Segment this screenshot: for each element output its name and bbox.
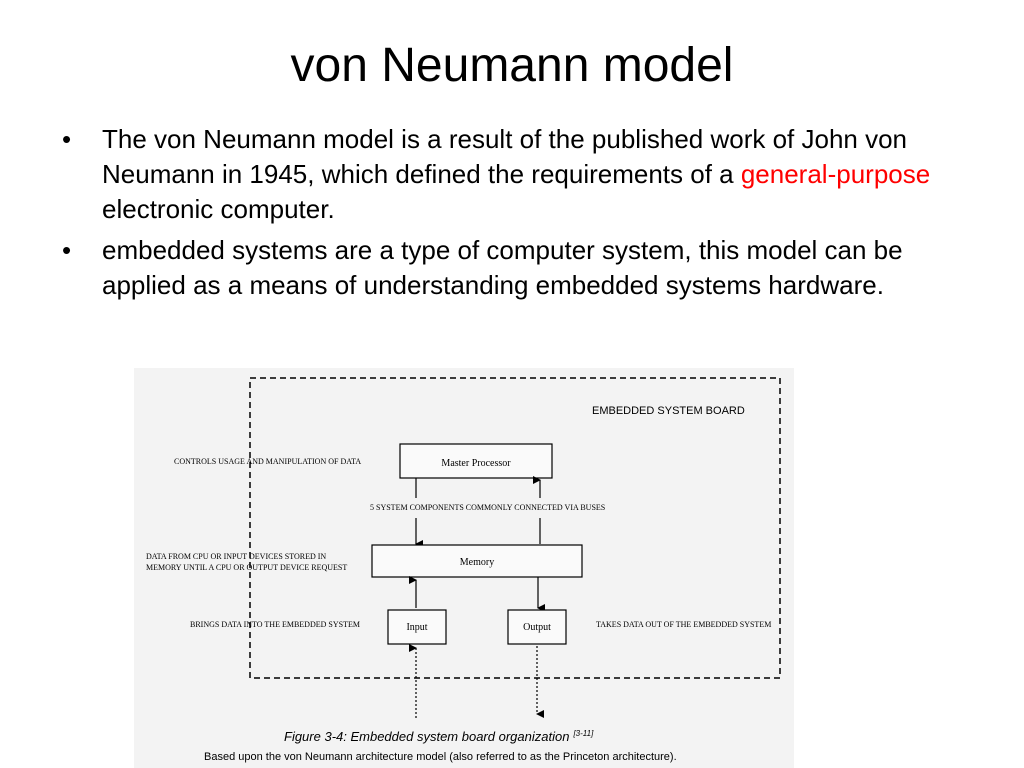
highlight-term: general-purpose [740,159,931,189]
master-processor-block [399,443,553,479]
figure-caption-ref: [3-11] [572,729,594,738]
figure-subcaption: Based upon the von Neumann architecture … [204,751,677,763]
input-annotation: BRINGS DATA INTO THE EMBEDDED SYSTEM [190,620,360,629]
board-label: EMBEDDED SYSTEM BOARD [592,405,745,417]
master-processor-label: Master Processor [441,458,511,469]
bullet-text: embedded systems are a type of computer … [102,235,903,300]
figure-caption: Figure 3-4: Embedded system board organi… [284,729,594,744]
bullet-list: • The von Neumann model is a result of t… [58,122,958,309]
input-label: Input [406,622,427,633]
board-diagram: EMBEDDED SYSTEM BOARD Master Processor C… [134,368,794,768]
bullet-marker: • [62,235,72,265]
bullet-item: • The von Neumann model is a result of t… [58,122,958,227]
input-block [387,609,447,645]
output-annotation: TAKES DATA OUT OF THE EMBEDDED SYSTEM [596,620,771,629]
board-outline [249,377,781,679]
diagram-canvas: EMBEDDED SYSTEM BOARD Master Processor C… [146,377,781,763]
processor-annotation: CONTROLS USAGE AND MANIPULATION OF DATA [174,457,361,466]
bullet-item: • embedded systems are a type of compute… [58,233,958,303]
memory-annotation-line1: DATA FROM CPU OR INPUT DEVICES STORED IN [146,552,326,561]
memory-annotation-line2: MEMORY UNTIL A CPU OR OUTPUT DEVICE REQU… [146,563,347,572]
bus-annotation: 5 SYSTEM COMPONENTS COMMONLY CONNECTED V… [370,503,605,512]
output-label: Output [523,622,551,633]
memory-block [371,544,583,578]
bullet-text: The von Neumann model is a result of the… [102,124,908,189]
slide-title: von Neumann model [290,39,734,92]
bullet-marker: • [62,124,72,154]
figure-caption-text: Figure 3-4: Embedded system board organi… [284,729,569,744]
bullet-text-end: electronic computer. [102,194,335,224]
output-block [507,609,567,645]
memory-label: Memory [460,557,494,568]
